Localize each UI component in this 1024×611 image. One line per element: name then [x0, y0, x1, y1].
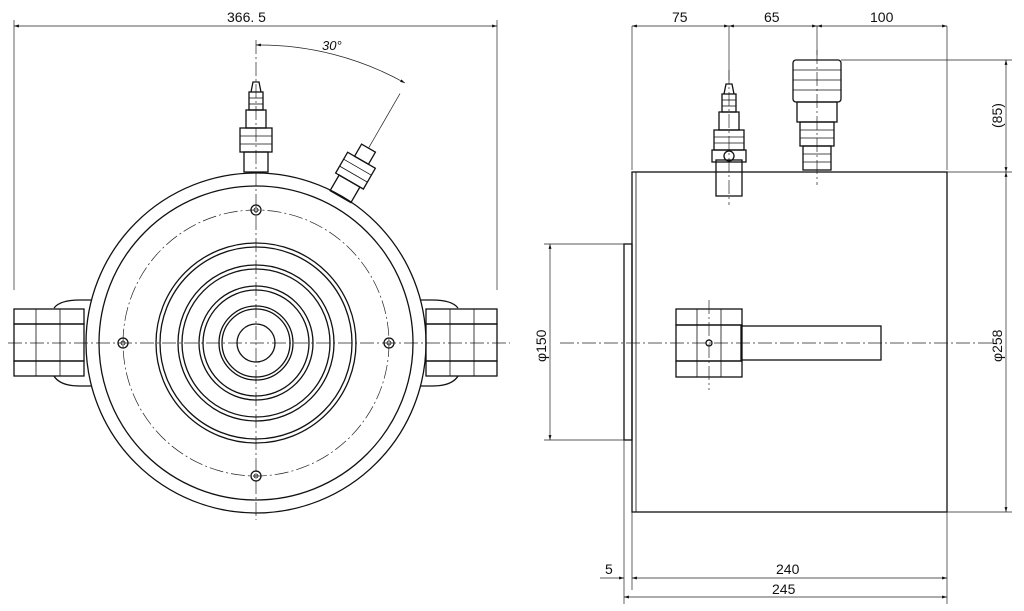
dim-85: (85)	[989, 103, 1005, 128]
ring-3	[198, 285, 314, 401]
ring-2-inner	[181, 268, 331, 418]
angle-label: 30°	[322, 38, 342, 53]
front-view: 30° 366. 5	[8, 9, 510, 520]
dim-240: 240	[776, 561, 800, 577]
side-fitting-coupler	[792, 50, 842, 185]
ring-4	[218, 305, 294, 381]
right-lug	[420, 20, 498, 387]
top-fitting	[239, 81, 273, 173]
angled-fitting	[329, 93, 401, 204]
dim-dia258: φ258	[989, 329, 1005, 362]
shaft	[740, 325, 882, 361]
flange-circle	[98, 185, 414, 501]
cylinder-body	[631, 171, 948, 513]
ring-1	[155, 242, 357, 444]
center-bore	[236, 323, 276, 363]
ring-2	[177, 264, 335, 422]
side-view: 75 65 100 (85) φ258 φ150 5 240 245	[533, 9, 1012, 604]
dim-65: 65	[764, 9, 780, 25]
ring-3-inner	[202, 289, 310, 397]
piston-face	[623, 243, 633, 441]
dim-5: 5	[605, 561, 613, 577]
side-fitting-left	[711, 70, 747, 205]
dim-75: 75	[672, 9, 688, 25]
angle-arc	[255, 43, 406, 84]
ring-4-inner	[221, 308, 291, 378]
left-lug	[13, 20, 92, 387]
bolt-holes	[117, 204, 395, 482]
width-dim-label: 366. 5	[227, 9, 266, 25]
ring-1-inner	[159, 246, 353, 440]
bolt-circle	[122, 209, 390, 477]
dim-245: 245	[772, 581, 796, 597]
dim-dia150: φ150	[533, 329, 549, 362]
dim-100: 100	[870, 9, 894, 25]
